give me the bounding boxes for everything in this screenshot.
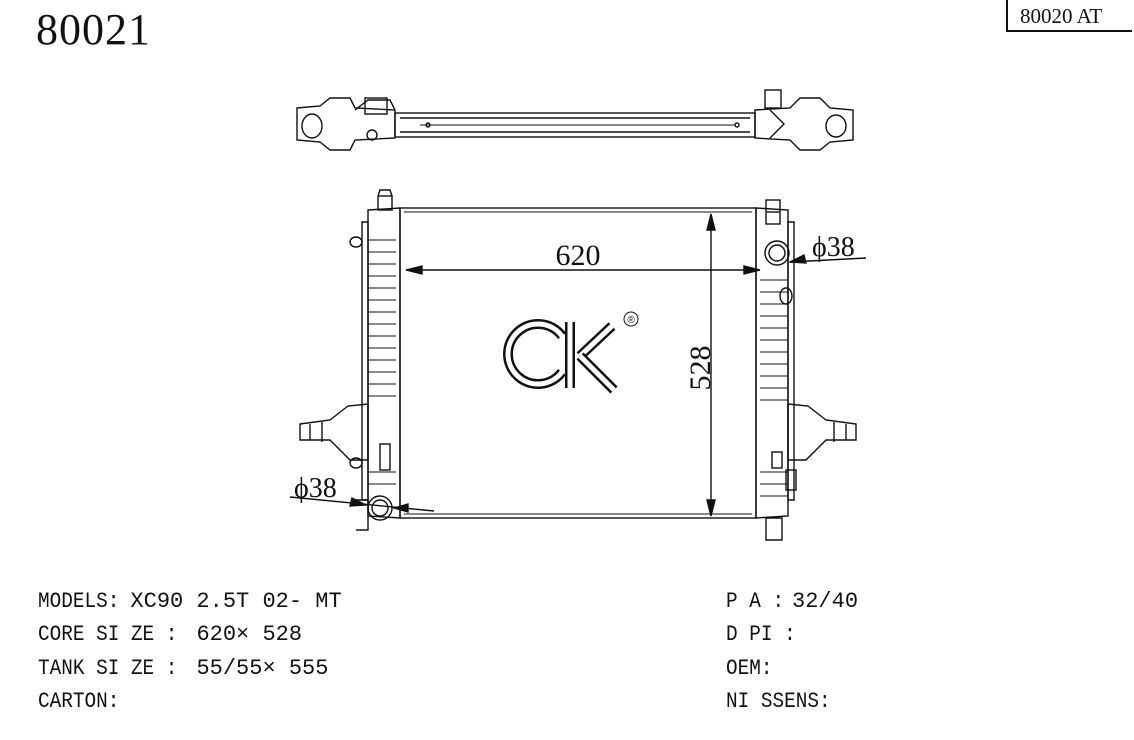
spec-oem: OEM: (726, 656, 773, 681)
height-label: 528 (684, 346, 717, 391)
part-number: 80021 (36, 5, 151, 54)
spec-models: MODELS:XC90 2.5T 02- MT (38, 589, 342, 614)
width-label: 620 (556, 239, 601, 272)
spec-dpi: D PI : (726, 622, 796, 647)
spec-carton: CARTON: (38, 689, 120, 714)
ck-logo: ® (503, 311, 639, 394)
spec-core-size: CORE SI ZE :620× 528 (38, 622, 303, 647)
reference-label: 80020 AT (1020, 4, 1103, 28)
front-view: 620 528 ϕ38 ϕ38 (289, 189, 867, 541)
inlet-label: ϕ38 (812, 232, 855, 263)
outlet-label: ϕ38 (294, 473, 337, 504)
spec-nissens: NI SSENS: (726, 689, 831, 714)
registered-mark: ® (627, 315, 635, 326)
reference-box: 80020 AT (1006, 0, 1132, 32)
spec-tank-size: TANK SI ZE :55/55× 555 (38, 656, 329, 681)
top-view (296, 89, 854, 151)
spec-pa: P A :32/40 (726, 589, 859, 614)
